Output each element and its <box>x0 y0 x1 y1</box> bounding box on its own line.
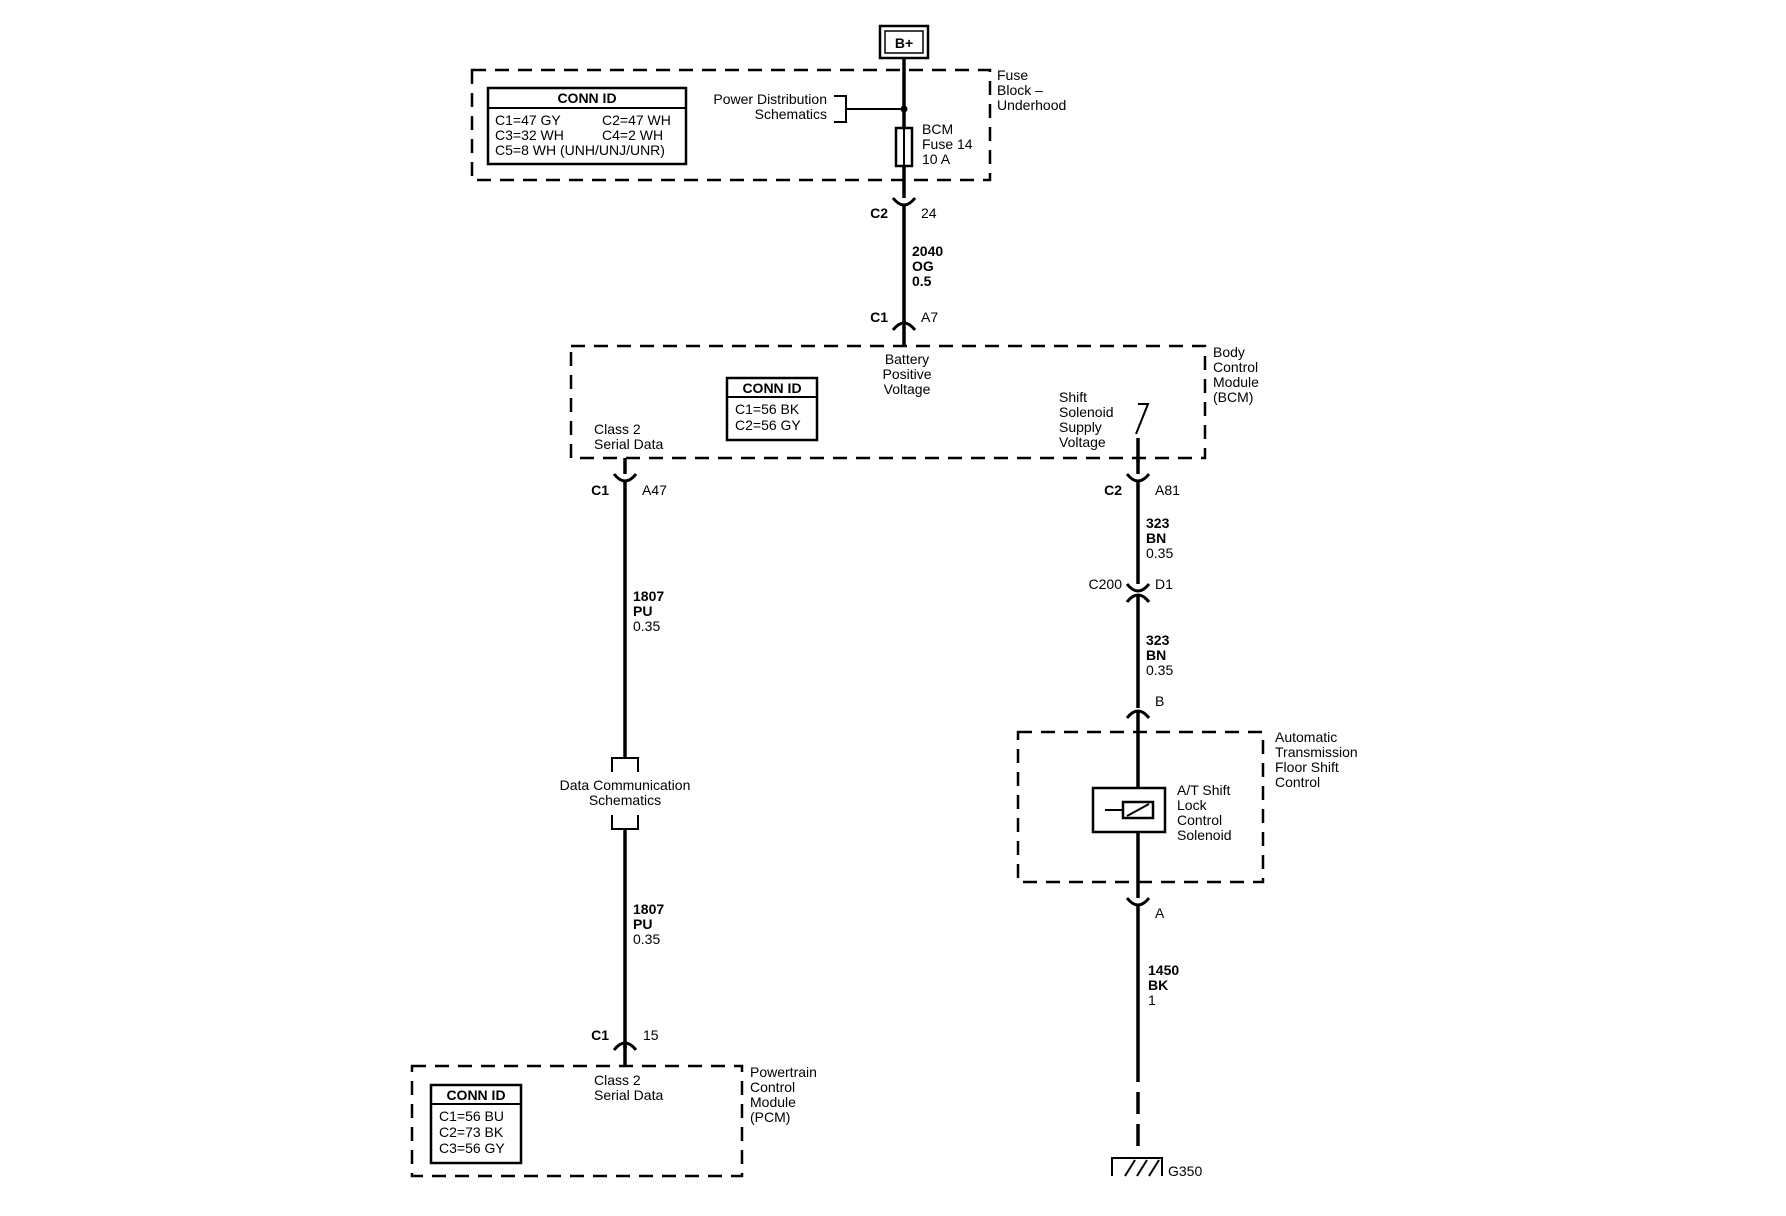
pcm-conn-c3: C3=56 GY <box>439 1140 505 1156</box>
wire-323-upper-size: 0.35 <box>1146 545 1173 561</box>
pcm-name-line-2: Control <box>750 1079 795 1095</box>
bcm-battery-label-line-3: Voltage <box>884 381 931 397</box>
wire-1807-lower-size: 0.35 <box>633 931 660 947</box>
bcm-class2-label-line-2: Serial Data <box>594 436 663 452</box>
wire-2040-size: 0.5 <box>912 273 932 289</box>
pcm-class2-label-line-2: Serial Data <box>594 1087 663 1103</box>
bcm-class2-conn: C1 <box>591 482 609 498</box>
wire-1807-upper-color: PU <box>633 603 652 619</box>
fuse-block-name-line-2: Block – <box>997 82 1043 98</box>
fuse-label-line-3: 10 A <box>922 151 951 167</box>
bcm-in-pin: A7 <box>921 309 938 325</box>
pcm-conn-c1: C1=56 BU <box>439 1108 504 1124</box>
body-control-module: Body Control Module (BCM) Battery Positi… <box>569 344 1259 462</box>
data-comm-ref-line-2: Schematics <box>589 792 661 808</box>
wire-323-upper-color: BN <box>1146 530 1166 546</box>
ground-symbol-icon <box>1111 1157 1163 1177</box>
bcm-conn-c2: C2=56 GY <box>735 417 801 433</box>
solenoid-label-line-4: Solenoid <box>1177 827 1232 843</box>
power-source: B+ <box>878 24 930 60</box>
inline-conn: C200 <box>1089 576 1123 592</box>
bcm-conn-c1: C1=56 BK <box>735 401 800 417</box>
fuse-block-out-conn: C2 <box>870 205 888 221</box>
bcm-shift-label-line-2: Solenoid <box>1059 404 1114 420</box>
wire-2040-circuit: 2040 <box>912 243 943 259</box>
fuse-block-name-line-1: Fuse <box>997 67 1028 83</box>
bcm-shift-label-line-3: Supply <box>1059 419 1102 435</box>
shift-control-out-pin: A <box>1155 905 1165 921</box>
pcm-conn-c2: C2=73 BK <box>439 1124 504 1140</box>
fuse-block-conn-c5: C5=8 WH (UNH/UNJ/UNR) <box>495 142 665 158</box>
pcm-name-line-3: Module <box>750 1094 796 1110</box>
fuse-block-conn-id-title: CONN ID <box>557 90 616 106</box>
bcm-name-line-3: Module <box>1213 374 1259 390</box>
fuse-block: Fuse Block – Underhood CONN ID C1=47 GY … <box>470 67 1066 182</box>
fuse-block-conn-c4: C4=2 WH <box>602 127 663 143</box>
bcm-battery-label-line-1: Battery <box>885 351 929 367</box>
wire-1807-lower-color: PU <box>633 916 652 932</box>
fuse-block-out-pin: 24 <box>921 205 937 221</box>
floor-shift-control: Automatic Transmission Floor Shift Contr… <box>1016 729 1358 884</box>
wire-1807-upper-size: 0.35 <box>633 618 660 634</box>
bcm-class2-pin: A47 <box>642 482 667 498</box>
wire-323-upper-circuit: 323 <box>1146 515 1170 531</box>
bcm-in-conn: C1 <box>870 309 888 325</box>
fuse-label-line-1: BCM <box>922 121 953 137</box>
bcm-class2-label-line-1: Class 2 <box>594 421 641 437</box>
pcm-name-line-4: (PCM) <box>750 1109 790 1125</box>
pcm-name-line-1: Powertrain <box>750 1064 817 1080</box>
wire-1450-color: BK <box>1148 977 1168 993</box>
wire-323-lower-size: 0.35 <box>1146 662 1173 678</box>
power-source-label: B+ <box>895 35 913 51</box>
pcm-conn-id-title: CONN ID <box>446 1087 505 1103</box>
fuse-block-name-line-3: Underhood <box>997 97 1066 113</box>
pcm-class2-label-line-1: Class 2 <box>594 1072 641 1088</box>
shift-control-name-line-2: Transmission <box>1275 744 1358 760</box>
wire-323-lower-circuit: 323 <box>1146 632 1170 648</box>
power-distribution-ref-line-1: Power Distribution <box>713 91 827 107</box>
shift-control-in-pin: B <box>1155 693 1164 709</box>
solenoid-label-line-2: Lock <box>1177 797 1208 813</box>
fuse-block-conn-c2: C2=47 WH <box>602 112 671 128</box>
fuse-block-conn-c1: C1=47 GY <box>495 112 561 128</box>
bcm-shift-label-line-4: Voltage <box>1059 434 1106 450</box>
fuse-label-line-2: Fuse 14 <box>922 136 973 152</box>
shift-control-name-line-3: Floor Shift <box>1275 759 1339 775</box>
solenoid-label-line-1: A/T Shift <box>1177 782 1231 798</box>
wire-1450-circuit: 1450 <box>1148 962 1179 978</box>
shift-control-name-line-4: Control <box>1275 774 1320 790</box>
pcm-in-conn: C1 <box>591 1027 609 1043</box>
wire-1807-upper-circuit: 1807 <box>633 588 664 604</box>
data-comm-ref-line-1: Data Communication <box>560 777 691 793</box>
powertrain-control-module: Powertrain Control Module (PCM) Class 2 … <box>410 1064 817 1178</box>
bcm-name-line-4: (BCM) <box>1213 389 1253 405</box>
bcm-battery-label-line-2: Positive <box>882 366 931 382</box>
bcm-conn-id-table: CONN ID C1=56 BK C2=56 GY <box>725 376 819 442</box>
pcm-in-pin: 15 <box>643 1027 659 1043</box>
power-distribution-ref-line-2: Schematics <box>755 106 827 122</box>
bcm-name-line-1: Body <box>1213 344 1245 360</box>
wire-1807-lower-circuit: 1807 <box>633 901 664 917</box>
shift-supply-switch-icon <box>1135 403 1150 462</box>
solenoid-label-line-3: Control <box>1177 812 1222 828</box>
bcm-shift-pin: A81 <box>1155 482 1180 498</box>
bcm-fuse <box>894 126 914 168</box>
wire-1450-size: 1 <box>1148 992 1156 1008</box>
shift-control-name-line-1: Automatic <box>1275 729 1337 745</box>
wire-2040-color: OG <box>912 258 934 274</box>
shift-lock-solenoid-icon <box>1091 786 1167 834</box>
pcm-conn-id-table: CONN ID C1=56 BU C2=73 BK C3=56 GY <box>429 1083 523 1165</box>
fuse-block-conn-c3: C3=32 WH <box>495 127 564 143</box>
ground-label: G350 <box>1168 1163 1202 1179</box>
bcm-name-line-2: Control <box>1213 359 1258 375</box>
fuse-block-conn-id-table: CONN ID C1=47 GY C2=47 WH C3=32 WH C4=2 … <box>486 86 688 166</box>
inline-pin: D1 <box>1155 576 1173 592</box>
wire-323-lower-color: BN <box>1146 647 1166 663</box>
bcm-conn-id-title: CONN ID <box>742 380 801 396</box>
bcm-shift-label-line-1: Shift <box>1059 389 1087 405</box>
bcm-shift-conn: C2 <box>1104 482 1122 498</box>
